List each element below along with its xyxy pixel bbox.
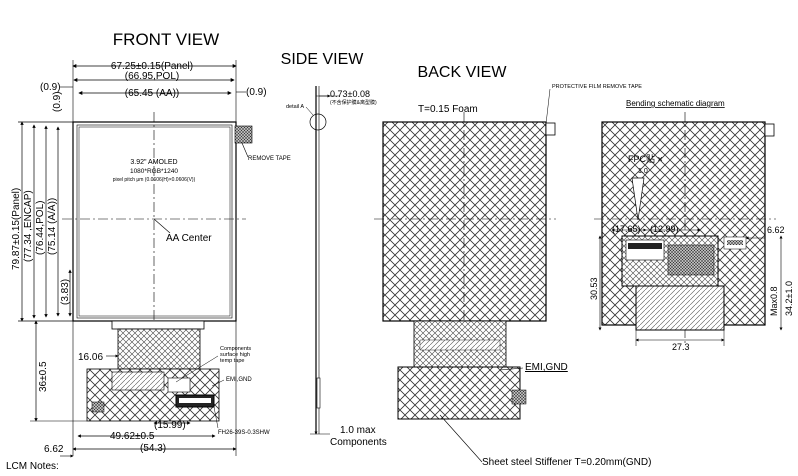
- back-view: BACK VIEW T=0.15 Foam PROTECTIVE FILM RE…: [374, 64, 651, 468]
- front-fpc-tail: [117, 328, 201, 370]
- dim-right-0.9: (0.9): [246, 87, 267, 98]
- back-panel-foam: [382, 121, 547, 322]
- lcm-notes-label: LCM Notes:: [6, 461, 59, 472]
- dim-34.2: 34.2±1.0: [784, 281, 794, 316]
- fpc-sub-label: 1.0: [638, 168, 648, 175]
- dim-54.3: (54.3): [140, 443, 166, 454]
- dim-15.99: (15.99): [154, 420, 186, 431]
- spec-resolution: 1080*RGB*1240: [130, 168, 178, 175]
- components-note-line2: surface high: [220, 352, 250, 358]
- thickness-note: (不含保护膜&离型膜): [330, 99, 377, 106]
- dim-encap-height: (77.34 ,ENCAP): [23, 190, 34, 262]
- emi-gnd-small-label: EMI,GND: [226, 377, 252, 383]
- foam-label: T=0.15 Foam: [418, 104, 478, 115]
- left-vertical-dimensions: [18, 121, 73, 322]
- dim-49.62: 49.62±0.5: [110, 431, 155, 442]
- spec-pixel-pitch: pixel pitch μm (0.0606(H)×0.0606(V)): [113, 177, 196, 183]
- detail-a-circle: [309, 113, 327, 131]
- dim-36: 36±0.5: [38, 361, 49, 392]
- front-view: FRONT VIEW 67.25±0.15(Panel) (66.95,POL)…: [6, 30, 291, 472]
- bending-title: Bending schematic diagram: [626, 99, 725, 108]
- aa-center-label: AA Center: [166, 233, 212, 244]
- front-view-title: FRONT VIEW: [113, 30, 219, 49]
- dim-27.3: 27.3: [672, 342, 690, 352]
- fpc-label: FPC贴 ×: [628, 153, 663, 164]
- dim-3.83: (3.83): [60, 279, 71, 305]
- components-note-line3: temp tape: [220, 358, 244, 364]
- dim-max-0.8: Max0.8: [769, 286, 779, 316]
- front-fpc-neck: [111, 320, 205, 330]
- dim-pol-height: (76.44,POL): [35, 201, 46, 255]
- dim-thickness: 0.73±0.08: [330, 89, 370, 99]
- stiffener-label: Sheet steel Stiffener T=0.20mm(GND): [482, 457, 651, 468]
- back-stiffener: [397, 366, 521, 420]
- dim-top-0.9: (0.9): [52, 91, 63, 112]
- back-view-title: BACK VIEW: [418, 64, 508, 81]
- side-view: SIDE VIEW 0.73±0.08 (不含保护膜&离型膜) detail A…: [281, 51, 387, 448]
- components-side-label: Components: [330, 437, 387, 448]
- dim-30.53: 30.53: [589, 277, 599, 300]
- dim-16.06: 16.06: [78, 352, 103, 363]
- dim-left-0.9: (0.9): [40, 82, 61, 93]
- detail-a-label: detail A: [286, 104, 304, 110]
- connector-part-number: FH26-39S-0.3SHW: [218, 430, 270, 436]
- dim-panel-width: 67.25±0.15(Panel): [111, 61, 193, 72]
- remove-tape-label: REMOVE TAPE: [248, 156, 291, 162]
- dim-pol-width: (66.95,POL): [125, 71, 179, 82]
- dim-aa-height: (75.14 (A/A)): [47, 198, 58, 255]
- dim-17.65: (17.65): [612, 224, 641, 234]
- spec-display-type: 3.92" AMOLED: [130, 159, 177, 166]
- emi-gnd-label: EMI,GND: [525, 362, 568, 373]
- dim-aa-width: (65.45 (AA)): [125, 88, 179, 99]
- front-panel-outline: [72, 121, 237, 322]
- dim-6.62-front: 6.62: [44, 444, 64, 455]
- dim-6.62-bend: 6.62: [767, 225, 785, 235]
- protective-film-label: PROTECTIVE FILM REMOVE TAPE: [552, 84, 642, 90]
- dim-panel-height: 79.87±0.15(Panel): [11, 188, 22, 270]
- bending-diagram: Bending schematic diagram FPC贴 × 1.0 (17…: [589, 99, 794, 352]
- side-view-title: SIDE VIEW: [281, 51, 365, 68]
- bending-stiffener: [635, 285, 725, 331]
- dim-max-thickness: 1.0 max: [340, 425, 376, 436]
- remove-tape: [234, 125, 253, 144]
- dim-12.99: (12.99): [650, 224, 679, 234]
